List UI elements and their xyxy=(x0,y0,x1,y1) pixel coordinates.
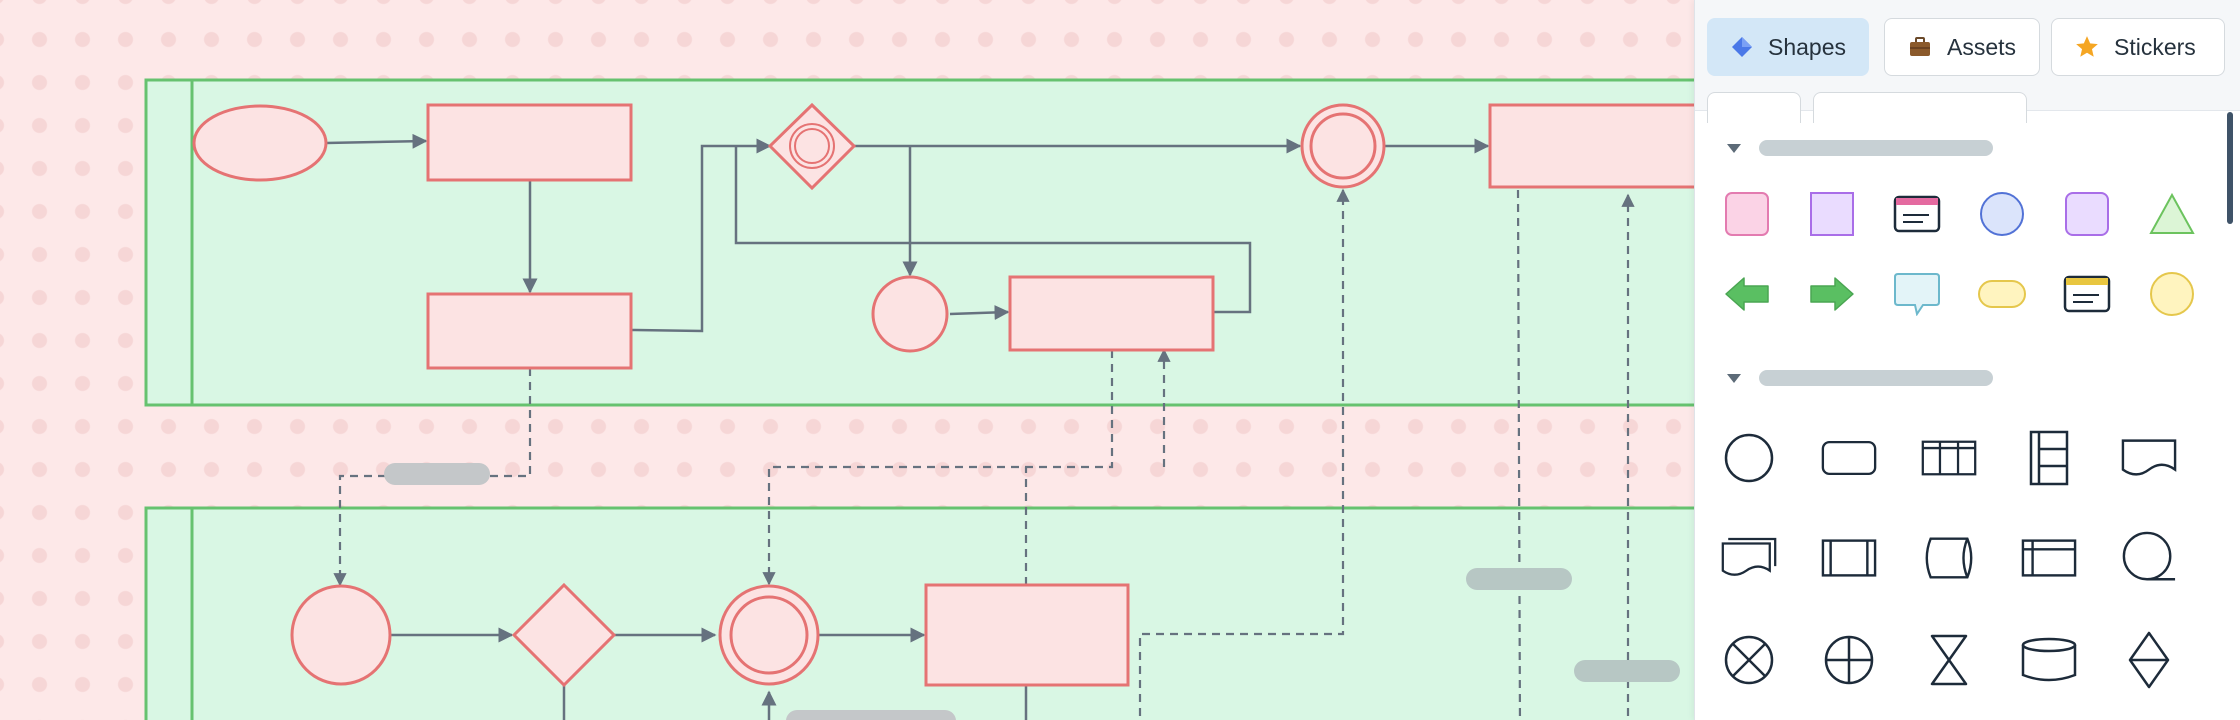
internal-storage-icon[interactable] xyxy=(2021,530,2077,586)
collate-icon[interactable] xyxy=(1921,632,1977,688)
shape-library-panel: Shapes Assets Stickers xyxy=(1694,0,2240,720)
purple-square-icon[interactable] xyxy=(1804,186,1860,242)
panel-scrollbar[interactable] xyxy=(2227,112,2233,224)
process-box[interactable] xyxy=(426,103,633,182)
yellow-circle-icon[interactable] xyxy=(2144,266,2200,322)
speech-bubble-icon[interactable] xyxy=(1889,266,1945,322)
sort-icon[interactable] xyxy=(2121,631,2177,689)
green-arrow-right-icon[interactable] xyxy=(1804,266,1860,322)
start-ellipse[interactable] xyxy=(192,104,328,182)
section-title-placeholder xyxy=(1759,140,1993,156)
yellow-pill-icon[interactable] xyxy=(1974,266,2030,322)
intermediate-event-circle[interactable] xyxy=(1300,103,1386,189)
event-circle[interactable] xyxy=(290,584,392,686)
process-box[interactable] xyxy=(1488,103,1700,189)
briefcase-icon xyxy=(1907,34,1933,60)
purple-rounded-square-icon[interactable] xyxy=(2059,186,2115,242)
panel-tab-bar: Shapes Assets Stickers xyxy=(1695,0,2240,123)
dashed-connector[interactable] xyxy=(1516,189,1522,720)
database-icon[interactable] xyxy=(2021,632,2077,688)
overflow-tab[interactable] xyxy=(1707,92,1801,123)
tab-assets[interactable]: Assets xyxy=(1884,18,2040,76)
table-rows-icon[interactable] xyxy=(2021,430,2077,486)
multi-document-icon[interactable] xyxy=(1721,530,1777,586)
dashed-connector[interactable] xyxy=(1138,188,1350,720)
event-circle[interactable] xyxy=(871,275,949,353)
tab-label: Stickers xyxy=(2114,33,2196,60)
summing-junction-icon[interactable] xyxy=(1721,632,1777,688)
tab-label: Assets xyxy=(1947,33,2017,60)
chevron-down-icon[interactable] xyxy=(1727,373,1741,383)
connector-label-placeholder xyxy=(1466,568,1572,590)
diamond-icon xyxy=(1730,34,1754,60)
table-columns-icon[interactable] xyxy=(1921,430,1977,486)
connector[interactable] xyxy=(949,304,1010,320)
dashed-connector[interactable] xyxy=(762,350,1114,586)
connector-label-placeholder xyxy=(786,710,956,720)
process-box[interactable] xyxy=(426,292,633,370)
chevron-down-icon[interactable] xyxy=(1727,143,1741,153)
circle-icon[interactable] xyxy=(1721,430,1777,486)
section-header[interactable] xyxy=(1727,136,1993,160)
section-header[interactable] xyxy=(1727,366,1993,390)
process-box[interactable] xyxy=(924,583,1130,687)
cylinder-horizontal-icon[interactable] xyxy=(1921,530,1977,586)
tab-shapes[interactable]: Shapes xyxy=(1707,18,1869,76)
tab-label: Shapes xyxy=(1768,33,1847,60)
note-card-icon[interactable] xyxy=(2059,266,2115,322)
sequential-data-icon[interactable] xyxy=(2121,530,2177,586)
connector[interactable] xyxy=(734,146,1252,314)
connector-label-placeholder xyxy=(1574,660,1680,682)
section-title-placeholder xyxy=(1759,370,1993,386)
process-icon[interactable] xyxy=(1821,530,1877,586)
process-box[interactable] xyxy=(1008,275,1215,352)
green-arrow-left-icon[interactable] xyxy=(1719,266,1775,322)
connector[interactable] xyxy=(325,133,428,149)
browser-window-icon[interactable] xyxy=(1889,186,1945,242)
star-icon xyxy=(2074,34,2100,60)
rounded-rectangle-icon[interactable] xyxy=(1821,430,1877,486)
gateway-diamond[interactable] xyxy=(767,102,857,191)
swimlane-bottom[interactable] xyxy=(144,506,1700,720)
pink-square-icon[interactable] xyxy=(1719,186,1775,242)
gateway-diamond[interactable] xyxy=(511,582,617,688)
blue-circle-icon[interactable] xyxy=(1974,186,2030,242)
tab-stickers[interactable]: Stickers xyxy=(2051,18,2225,76)
overflow-tab[interactable] xyxy=(1813,92,2027,123)
green-triangle-icon[interactable] xyxy=(2144,186,2200,242)
connector-label-placeholder xyxy=(384,463,490,485)
or-junction-icon[interactable] xyxy=(1821,632,1877,688)
intermediate-event-circle[interactable] xyxy=(718,584,820,686)
document-icon[interactable] xyxy=(2121,430,2177,486)
